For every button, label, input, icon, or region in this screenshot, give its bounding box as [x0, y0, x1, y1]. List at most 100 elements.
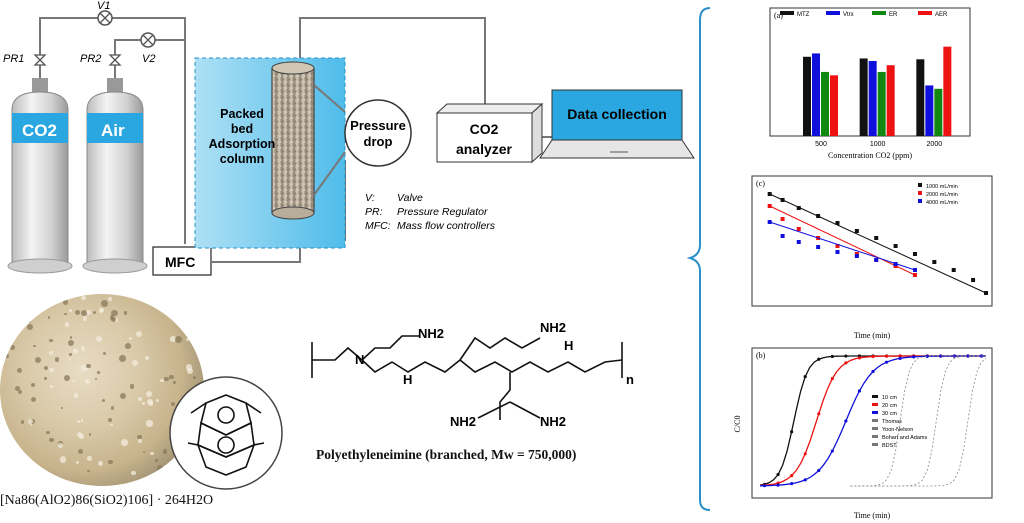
chart-c-xlabel: Time (min) — [854, 331, 891, 340]
legend-desc-v: Valve — [397, 192, 423, 204]
valve-v1-icon[interactable] — [97, 10, 113, 26]
zeolite-granule — [84, 378, 90, 384]
zeolite-granule — [145, 391, 152, 398]
zeolite-granule — [80, 346, 86, 352]
chart-a-legend-label: MTZ — [797, 12, 810, 18]
chart-c-fit-line — [769, 193, 987, 294]
chart-b-point — [844, 354, 848, 358]
zeolite-granule — [31, 311, 34, 314]
chart-b-panel: (b) — [756, 351, 766, 360]
zeolite-granule — [129, 384, 135, 390]
zeolite-granule — [110, 406, 114, 410]
chart-b-point — [912, 355, 916, 359]
chart-c-fit-line — [769, 205, 916, 276]
zeolite-granule — [137, 434, 142, 440]
zeolite-granule — [102, 398, 106, 402]
zeolite-granule — [73, 393, 79, 398]
zeolite-granule — [64, 312, 67, 316]
chart-b-point — [817, 412, 821, 416]
data-collection-laptop[interactable] — [539, 89, 695, 159]
chart-c-point — [835, 250, 840, 254]
chart-c-point — [912, 273, 917, 277]
zeolite-granule — [7, 309, 11, 312]
zeolite-granule — [87, 469, 90, 473]
zeolite-granule — [49, 437, 54, 443]
zeolite-granule — [172, 309, 176, 312]
zeolite-granule — [185, 364, 193, 371]
chart-b-legend-label: 30 cm — [882, 411, 897, 417]
regulator-pr1-icon[interactable] — [33, 54, 47, 66]
zeolite-granule — [30, 424, 33, 427]
chart-c-fit-line — [769, 221, 916, 271]
column-label-4: column — [220, 152, 264, 166]
zeolite-granule — [48, 316, 51, 319]
chart-a-bar — [877, 71, 886, 136]
chart-b-legend-marker — [872, 443, 878, 446]
zeolite-granule — [173, 380, 177, 384]
zeolite-granule — [9, 466, 13, 470]
zeolite-granule — [55, 294, 60, 298]
chart-c-point — [874, 236, 879, 240]
zeolite-granule — [81, 295, 86, 300]
zeolite-granule — [34, 357, 42, 364]
chart-b-point — [857, 356, 862, 360]
zeolite-granule — [82, 316, 88, 321]
zeolite-granule — [48, 351, 53, 356]
legend-desc-mfc: Mass flow controllers — [397, 220, 496, 232]
chart-a-panel: (a) — [774, 11, 783, 20]
valve-v2-icon[interactable] — [140, 32, 156, 48]
zeolite-granule — [1, 297, 7, 303]
pei-group-n: N — [355, 352, 364, 367]
chart-b-point — [776, 483, 780, 487]
chart-a-bar — [943, 46, 952, 136]
chart-b-point — [790, 474, 794, 478]
air-cylinder — [82, 78, 148, 274]
zeolite-granule — [186, 368, 194, 375]
chart-b-point — [857, 389, 862, 393]
chart-b-point — [790, 482, 794, 486]
zeolite-granule — [50, 385, 53, 388]
regulator-pr2-icon[interactable] — [108, 54, 122, 66]
zeolite-granule — [59, 456, 67, 464]
chart-c-panel: (c) — [756, 179, 765, 188]
zeolite-granule — [92, 311, 97, 315]
zeolite-granule — [81, 364, 88, 371]
zeolite-granule — [120, 393, 127, 400]
mfc-box[interactable] — [152, 246, 212, 276]
chart-b-legend-label: Bohart and Adams — [882, 435, 928, 441]
chart-c-point — [951, 268, 956, 272]
zeolite-granule — [59, 299, 63, 303]
chart-b-point — [776, 472, 780, 477]
co2-cylinder — [7, 78, 73, 274]
zeolite-granule — [170, 336, 176, 342]
chart-b-xlabel: Time (min) — [854, 511, 891, 520]
chart-a-bar — [916, 59, 925, 136]
column-label-2: bed — [231, 122, 253, 136]
zeolite-granule — [131, 359, 139, 367]
chart-b-legend-marker — [872, 427, 878, 430]
chart-c-point — [816, 245, 821, 249]
pei-group-h-2: H — [564, 338, 573, 353]
zeolite-granule — [95, 378, 98, 381]
zeolite-granule — [155, 458, 159, 462]
zeolite-granule — [16, 368, 23, 374]
zeolite-granule — [142, 450, 146, 454]
pressure-gauge[interactable] — [344, 99, 412, 167]
co2-analyzer[interactable] — [435, 102, 544, 164]
chart-b-legend-marker — [872, 395, 878, 398]
zeolite-granule — [86, 363, 91, 368]
zeolite-granule — [17, 389, 22, 394]
pressure-label-2: drop — [364, 134, 393, 149]
zeolite-granule — [164, 376, 169, 382]
chart-c-point — [874, 258, 879, 262]
pei-structure — [311, 335, 623, 420]
data-collection-label: Data collection — [567, 106, 667, 122]
chart-c-legend-label: 2000 mL/min — [926, 192, 958, 198]
chart-b-point — [966, 354, 970, 358]
zeolite-granule — [170, 402, 176, 407]
air-cylinder-label: Air — [101, 121, 125, 140]
packed-bed-column[interactable] — [271, 61, 315, 220]
chart-c-legend-label: 4000 mL/min — [926, 200, 958, 206]
zeolite-granule — [100, 308, 104, 313]
